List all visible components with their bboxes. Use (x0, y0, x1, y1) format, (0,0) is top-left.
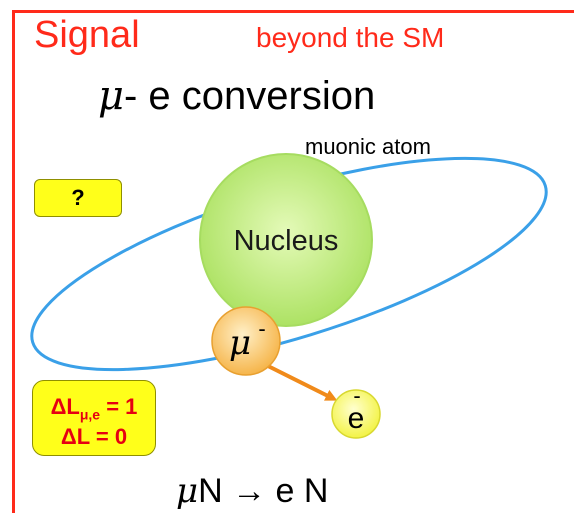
electron-particle (331, 389, 381, 439)
slide-subtitle: beyond the SM (256, 22, 445, 53)
delta-l-subscript: μ,e (79, 406, 101, 423)
delta-l-symbol: ΔL (50, 394, 80, 419)
slide-border-left (12, 10, 15, 513)
electron-label: e (348, 402, 365, 435)
reaction-equation: μN → e N (176, 474, 328, 508)
delta-l-value: = 1 (100, 394, 138, 419)
lepton-number-line: ΔL = 0 (60, 424, 128, 449)
muon-particle (211, 306, 281, 376)
muon-charge: - (258, 316, 265, 341)
conversion-heading: μ- e conversion (98, 76, 375, 116)
slide-title: Signal (34, 14, 140, 56)
muon-label: μ (229, 323, 251, 363)
lepton-flavor-box: ΔLμ,e = 1 ΔL = 0 (32, 380, 156, 456)
nucleus-label: Nucleus (234, 225, 339, 257)
unknown-mechanism-box: ? (34, 179, 122, 217)
muonic-atom-label: muonic atom (305, 134, 431, 159)
conversion-text: - e conversion (124, 74, 376, 118)
lepton-flavor-line: ΔLμ,e = 1 (33, 394, 155, 422)
electron-charge: - (353, 383, 360, 408)
slide-border-top (12, 10, 574, 13)
reaction-text: N → e N (198, 472, 329, 510)
decay-arrow (267, 364, 338, 401)
reaction-mu-symbol: μ (176, 471, 199, 511)
nucleus-circle (199, 153, 373, 327)
mu-symbol: μ (98, 73, 124, 119)
